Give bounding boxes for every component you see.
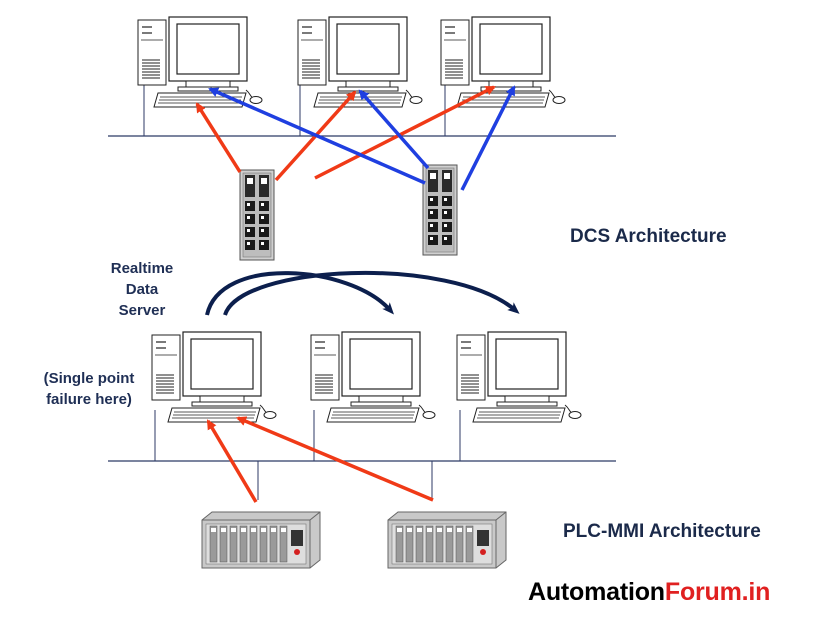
plc-mmi-architecture-title: PLC-MMI Architecture	[563, 521, 761, 542]
plc-rack-1-icon	[201, 511, 321, 569]
failure-note-line: failure here)	[46, 391, 132, 408]
single-point-failure-label: (Single point failure here)	[30, 368, 148, 410]
red-link-arrow	[236, 416, 434, 502]
server-workstation-icon	[151, 331, 277, 423]
dcs-architecture-title: DCS Architecture	[570, 226, 727, 247]
brand-part-1: Automation	[528, 578, 665, 606]
dcs-controller-2-icon	[422, 164, 458, 256]
plc-rack-2-icon	[387, 511, 507, 569]
red-link-arrow	[314, 85, 496, 180]
dcs-controller-1-icon	[239, 169, 275, 261]
data-distribution-arrow	[223, 270, 520, 316]
red-link-arrow	[195, 102, 242, 173]
dcs-workstation-1-icon	[137, 16, 263, 108]
dcs-section	[108, 16, 616, 261]
server-note-line: Data	[125, 281, 159, 298]
mmi-workstation-2-icon	[310, 331, 436, 423]
data-distribution-arrow	[205, 271, 394, 316]
blue-link-arrow	[208, 87, 426, 185]
blue-link-arrow	[460, 85, 516, 191]
brand-part-2: Forum.in	[664, 578, 771, 606]
server-note-line: Server	[118, 302, 166, 319]
blue-link-arrow	[358, 89, 430, 170]
plc-section	[108, 270, 616, 569]
failure-note-line: (Single point	[43, 370, 135, 387]
red-link-arrow	[206, 419, 258, 503]
brand-logo: AutomationForum.in	[528, 578, 770, 607]
server-note-line: Realtime	[110, 260, 174, 277]
dcs-workstation-3-icon	[440, 16, 566, 108]
realtime-data-server-label: Realtime Data Server	[92, 258, 192, 321]
mmi-workstation-3-icon	[456, 331, 582, 423]
